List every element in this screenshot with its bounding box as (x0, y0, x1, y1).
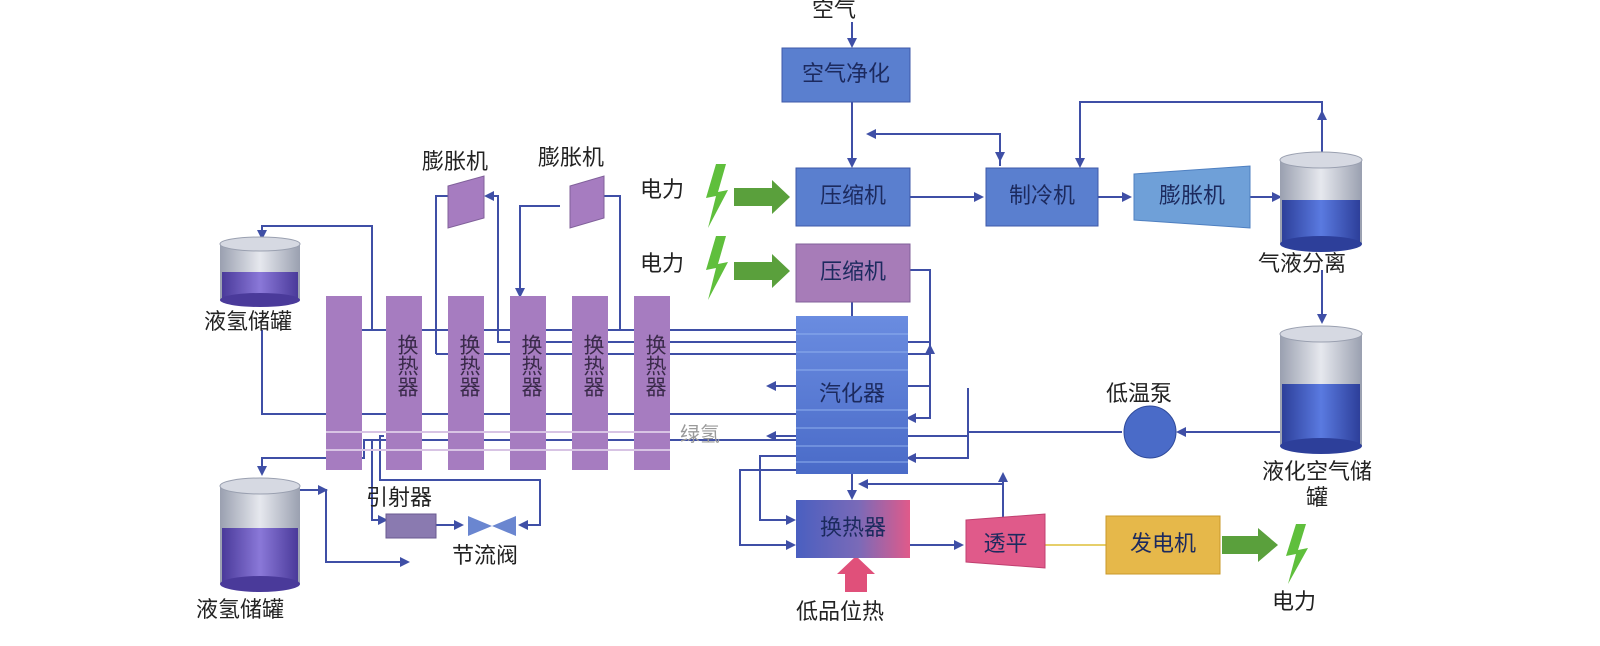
air-purify-box (781, 47, 911, 103)
power-arrow-1 (734, 180, 790, 214)
flow-lines (257, 22, 1327, 567)
hx-column-3-label: 换热器 (519, 334, 543, 397)
lh2-tank-top-label: 液氢储罐 (204, 310, 293, 335)
liquid-air-tank (1279, 325, 1363, 454)
refrigerator-label: 制冷机 (1008, 184, 1075, 209)
air-in-label: 空气 (812, 0, 857, 23)
turbine-shape (965, 513, 1046, 569)
hx-column-2-label: 换热器 (457, 334, 481, 397)
power-out-label: 电力 (1272, 590, 1317, 615)
hx-column-1-label: 换热器 (395, 334, 419, 397)
ejector-shape (385, 513, 437, 539)
heat-exchanger-bottom-box (796, 500, 910, 558)
throttle-valve-right (492, 516, 516, 536)
compressor-top-box (795, 167, 911, 227)
hx-stripes (326, 431, 670, 451)
expander-right-label: 膨胀机 (1158, 184, 1225, 209)
lh2-tank-top (219, 236, 301, 307)
expander-left-2-label: 膨胀机 (538, 146, 605, 171)
expander-left-2-shape (569, 175, 605, 229)
compressor-top-label: 压缩机 (819, 184, 886, 209)
turbine-label: 透平 (983, 532, 1028, 557)
compressor-mid-box (795, 243, 911, 303)
generator-box (1105, 515, 1221, 575)
hx-columns (326, 296, 670, 470)
lightning-icon-1 (706, 164, 728, 228)
expander-left-1-label: 膨胀机 (422, 150, 489, 175)
expander-left-1-shape (447, 175, 485, 229)
lh2-tank-bottom (219, 477, 301, 592)
green-hydrogen-label: 绿氢 (680, 422, 720, 446)
ejector-label: 引射器 (366, 486, 433, 511)
heat-arrow (837, 556, 875, 592)
throttle-valve-label: 节流阀 (452, 544, 519, 569)
lh2-tank-bottom-label: 液氢储罐 (196, 598, 285, 623)
power-arrows (734, 180, 1278, 562)
power-arrow-out (1222, 528, 1278, 562)
expander-right-shape (1133, 165, 1251, 229)
separator-tank (1279, 151, 1363, 252)
cryo-pump-label: 低温泵 (1106, 382, 1173, 407)
generator-label: 发电机 (1129, 532, 1196, 557)
vaporizer-box (796, 316, 908, 474)
lightning-icons (706, 164, 1308, 584)
refrigerator-box (985, 167, 1099, 227)
low-grade-heat-label: 低品位热 (796, 600, 885, 625)
cryo-pump-shape (1123, 405, 1177, 459)
lightning-icon-2 (706, 236, 728, 300)
power-arrow-2 (734, 254, 790, 288)
heat-exchanger-bottom-label: 换热器 (819, 516, 886, 541)
gas-liquid-sep-label: 气液分离 (1258, 252, 1347, 277)
lightning-icon-3 (1286, 524, 1308, 584)
liquid-air-tank-label: 液化空气储罐 (1262, 460, 1373, 511)
hx-column-4-label: 换热器 (581, 334, 605, 397)
vaporizer-label: 汽化器 (818, 382, 885, 407)
hx-column-5-label: 换热器 (643, 334, 667, 397)
air-purify-label: 空气净化 (801, 62, 890, 87)
throttle-valve-left (468, 516, 492, 536)
power-label-1: 电力 (640, 178, 685, 203)
vaporizer-stripes (796, 333, 908, 463)
power-label-2: 电力 (640, 252, 685, 277)
compressor-mid-label: 压缩机 (819, 260, 886, 285)
